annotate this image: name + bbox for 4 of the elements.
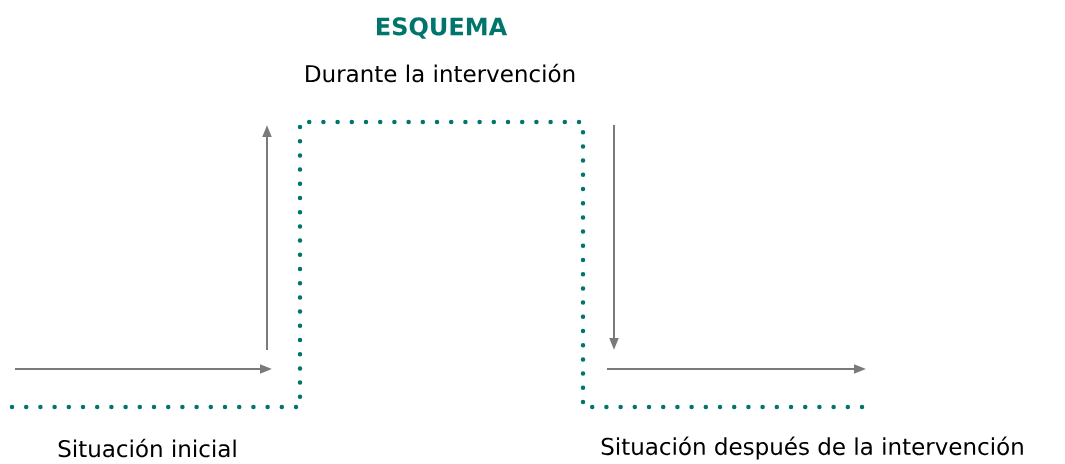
title: ESQUEMA <box>377 17 508 39</box>
label: Durante la intervención <box>306 63 575 83</box>
label: Situación después de la intervención <box>601 436 1023 460</box>
label: Situación inicial <box>58 438 236 458</box>
